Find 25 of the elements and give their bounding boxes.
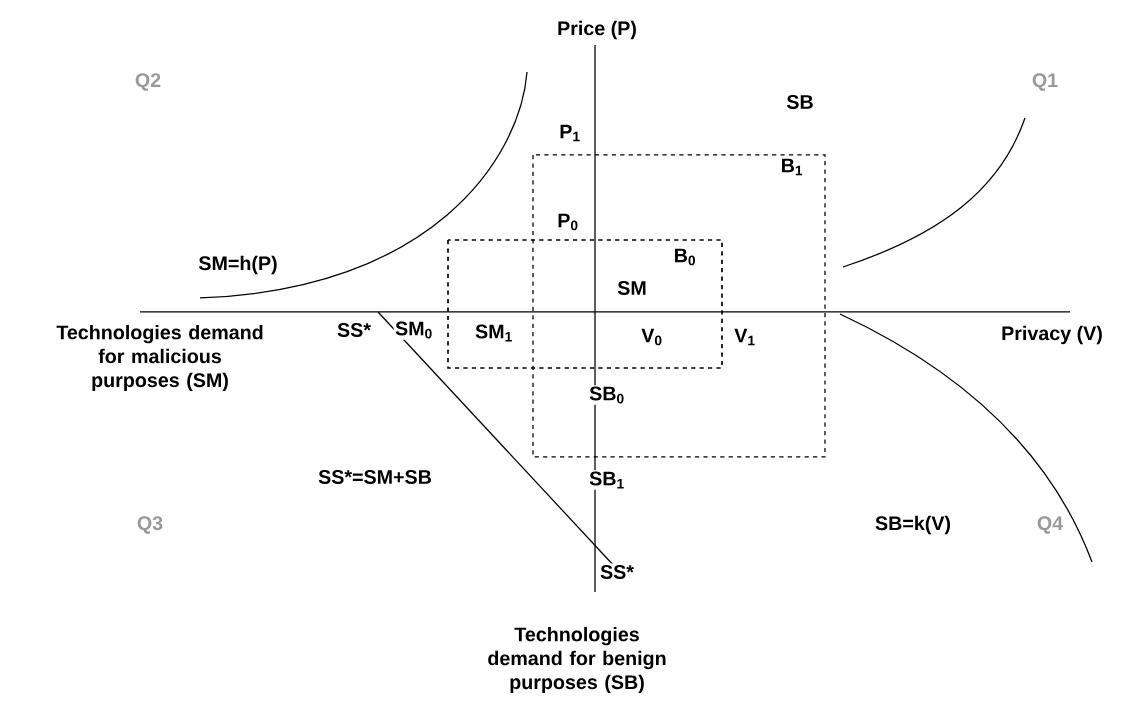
curve-label: SS*=SM+SB [316, 468, 434, 486]
point-label: SB$_{1}$ [587, 470, 627, 490]
point-label: SB$_{0}$ [587, 385, 627, 405]
point-label: P$_{1}$ [557, 123, 583, 143]
point-label: V$_{0}$ [639, 327, 665, 347]
point-label: B$_{1}$ [779, 157, 805, 177]
quadrant-label: Q3 [135, 514, 165, 536]
curve-label: SM=h(P) [196, 254, 280, 276]
point-label: V$_{1}$ [732, 327, 758, 347]
point-label: B$_{0}$ [672, 247, 698, 267]
quadrant-label: Q1 [1030, 71, 1060, 93]
quadrant-label: Q2 [133, 71, 163, 93]
axis-label: Technologies demand for benign purposes (SB) [463, 625, 691, 695]
curve-label: SS* [335, 321, 373, 339]
curve-label: SM [615, 279, 649, 297]
axis-label: Technologies demand for malicious purposes (SM) [46, 323, 274, 393]
curve-label: SB [784, 93, 816, 111]
axis-label: Privacy (V) [999, 324, 1105, 346]
point-label: SM$_{0}$ [393, 320, 435, 340]
axis-label: Price (P) [555, 19, 639, 41]
curve-label: SB=k(V) [873, 514, 953, 536]
quadrant-label: Q4 [1035, 514, 1065, 536]
point-label: SM$_{1}$ [473, 323, 515, 343]
curve-label: SS* [598, 563, 636, 581]
point-label: P$_{0}$ [555, 212, 581, 232]
